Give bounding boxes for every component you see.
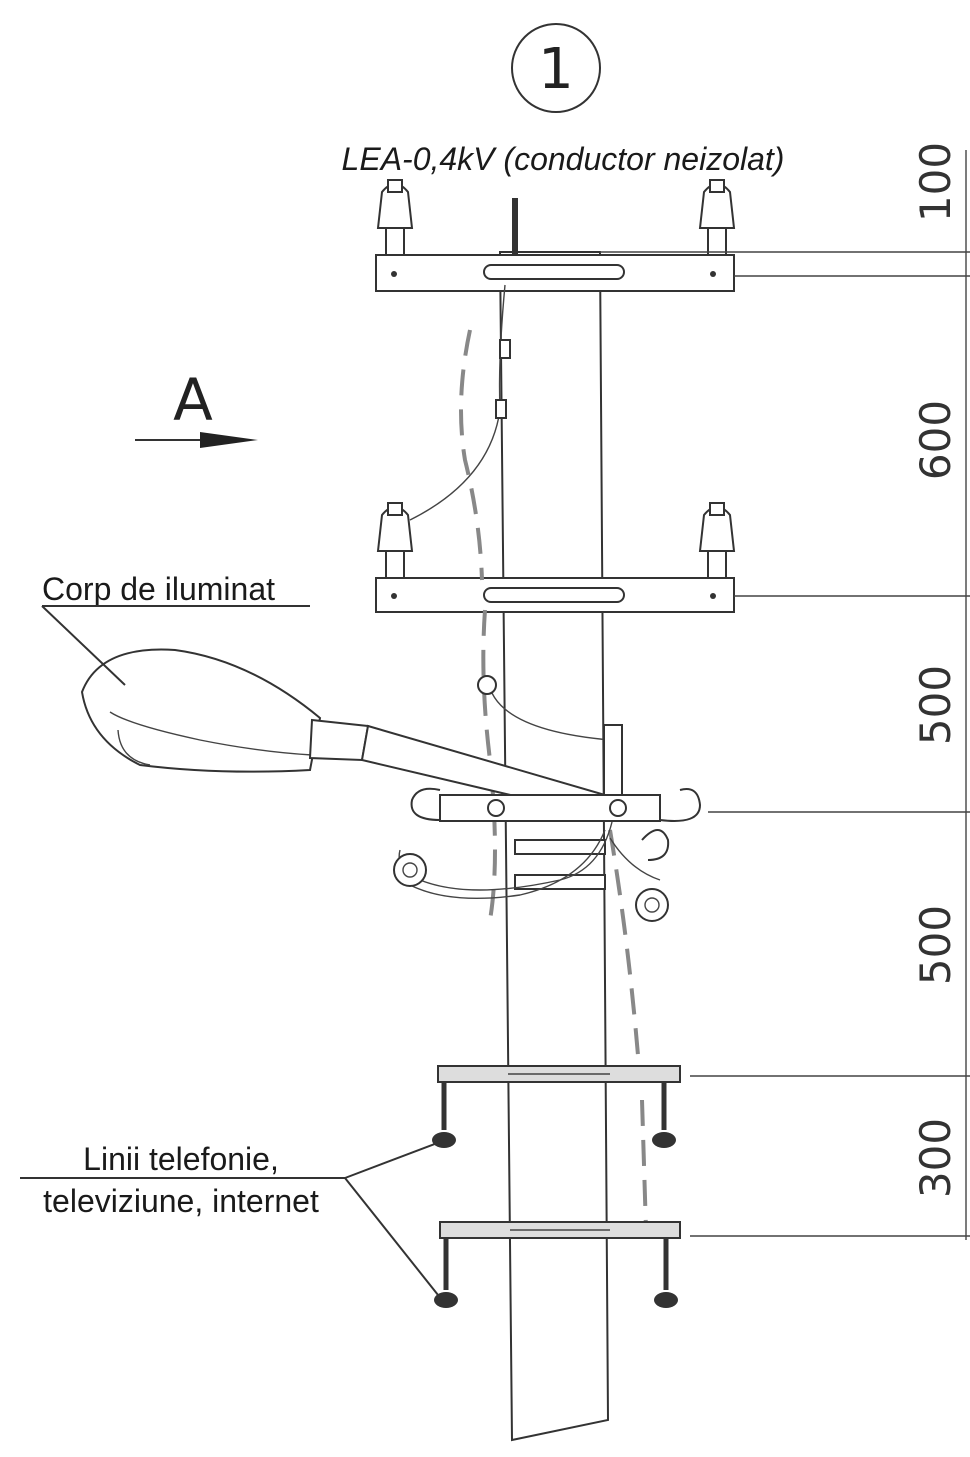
street-luminaire xyxy=(80,648,607,817)
telecom-label-line2: televiziune, internet xyxy=(43,1183,319,1219)
insulator-lower-left xyxy=(376,502,414,579)
telecom-arm-upper xyxy=(432,1065,681,1148)
telecom-label-line1: Linii telefonie, xyxy=(83,1141,279,1177)
view-arrow-label: A xyxy=(173,366,213,434)
view-number: 1 xyxy=(538,37,574,102)
insulator-top-right xyxy=(698,179,736,256)
cables xyxy=(409,284,648,1231)
telecom-arm-lower xyxy=(434,1221,681,1308)
view-number-marker: 1 xyxy=(511,23,601,113)
view-arrow: A xyxy=(135,366,258,448)
luminaire-label: Corp de iluminat xyxy=(42,571,275,607)
luminaire-callout: Corp de iluminat xyxy=(41,571,310,686)
insulator-top-left xyxy=(376,179,414,256)
telecom-callout: Linii telefonie, televiziune, internet xyxy=(20,1141,443,1301)
dimension-500-upper: 500 xyxy=(911,665,960,745)
dimension-500-lower: 500 xyxy=(911,905,960,985)
dimension-300: 300 xyxy=(911,1118,960,1198)
dimension-100: 100 xyxy=(911,142,960,222)
luminaire-bracket xyxy=(393,724,702,922)
dimension-chain: 100 600 500 500 300 xyxy=(600,142,970,1240)
top-crossarm xyxy=(375,179,736,292)
dimension-600: 600 xyxy=(911,400,960,480)
lower-crossarm xyxy=(375,502,736,613)
drawing-title: LEA-0,4kV (conductor neizolat) xyxy=(342,141,785,177)
insulator-lower-right xyxy=(698,502,736,579)
